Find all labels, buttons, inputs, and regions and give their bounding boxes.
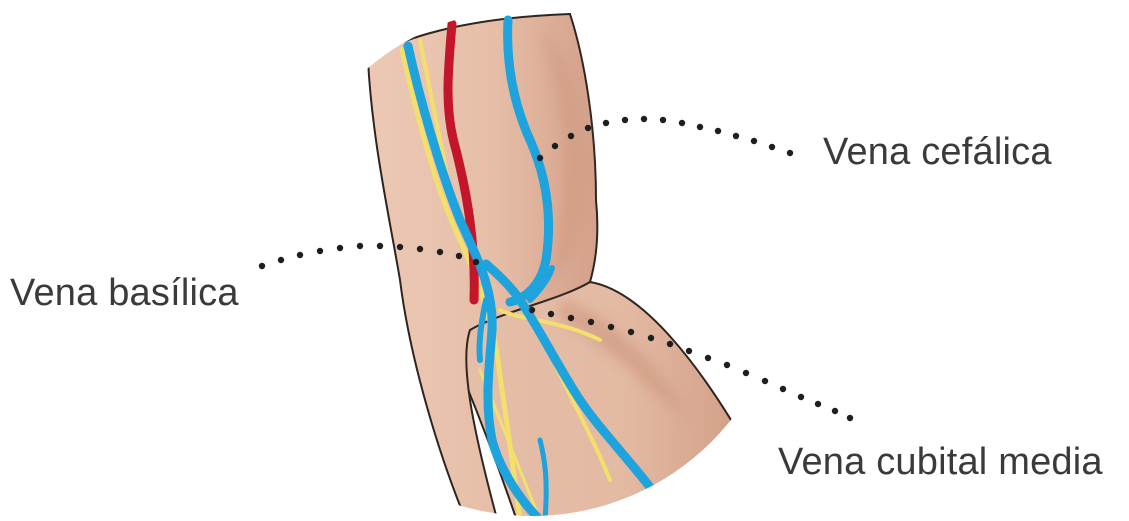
median-cubital-vein-label: Vena cubital media: [778, 441, 1103, 484]
cephalic-vein-label: Vena cefálica: [823, 131, 1052, 174]
basilic-vein-label: Vena basílica: [10, 272, 239, 315]
